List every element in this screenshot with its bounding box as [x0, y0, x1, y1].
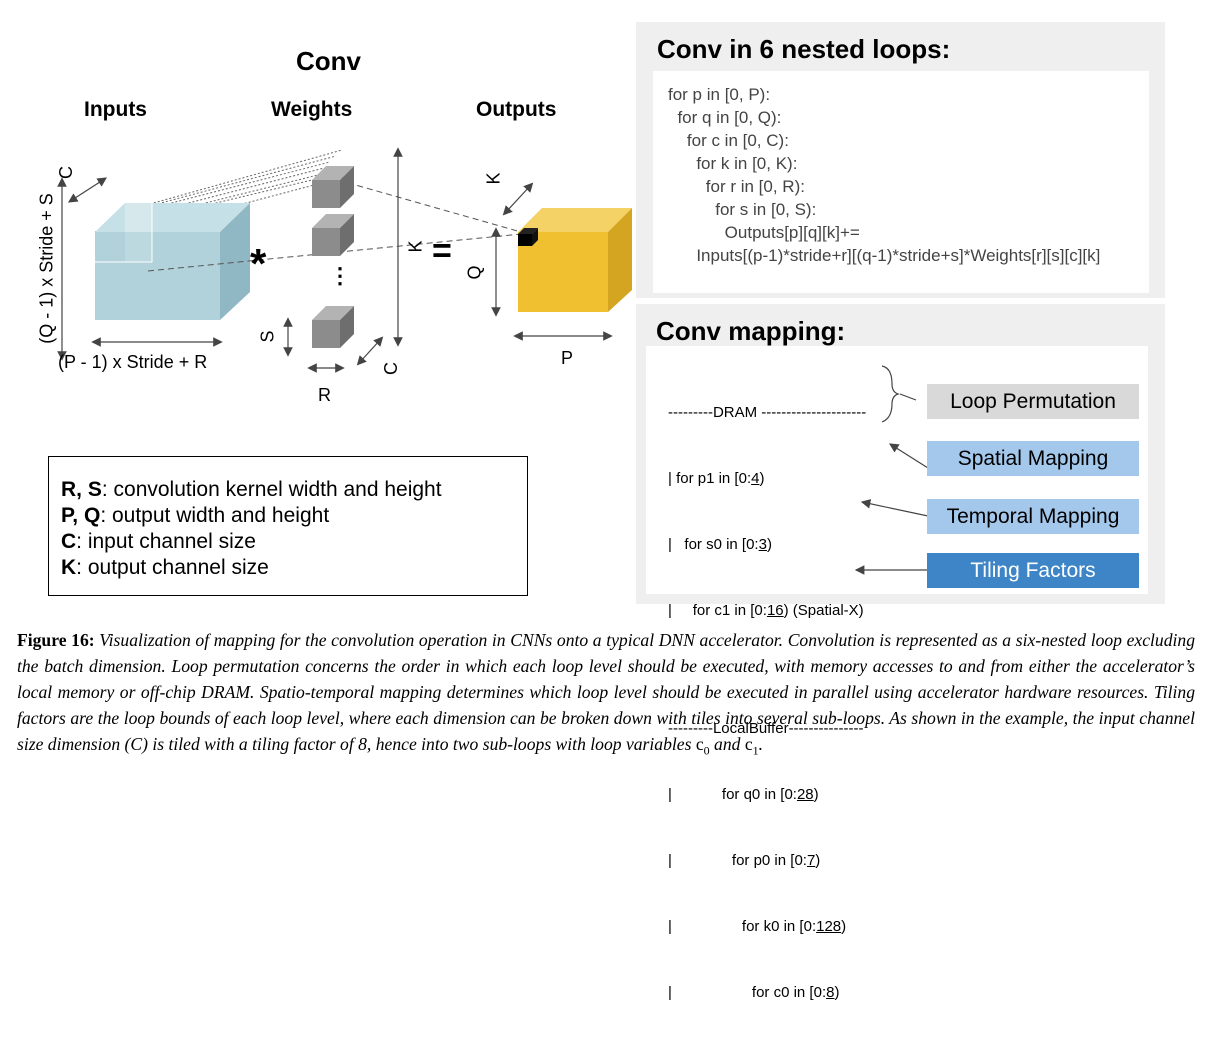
legend-line-c: C: input channel size — [61, 530, 256, 553]
tag-spatial-mapping: Spatial Mapping — [927, 441, 1139, 476]
weight-r-label: R — [318, 385, 331, 405]
dash-input-output — [147, 233, 522, 272]
mapping-arrows — [854, 365, 929, 575]
output-k-label: K — [483, 172, 504, 185]
weights-label: Weights — [271, 98, 353, 121]
inputs-label: Inputs — [84, 98, 147, 121]
loops-panel: Conv in 6 nested loops: for p in [0, P):… — [636, 22, 1165, 298]
output-p-label: P — [561, 348, 574, 368]
output-cube — [518, 208, 632, 312]
weight-k-label: K — [405, 240, 426, 253]
caption-label: Figure 16: — [17, 630, 95, 650]
legend-line-pq: P, Q: output width and height — [61, 504, 330, 527]
legend-line-k: K: output channel size — [61, 556, 269, 579]
tag-temporal-mapping: Temporal Mapping — [927, 499, 1139, 534]
loops-code: for p in [0, P): for q in [0, Q): for c … — [668, 85, 1101, 265]
weights-ellipsis: ⋮ — [329, 263, 351, 288]
weight-blocks — [312, 166, 354, 348]
weight-c-label: C — [381, 362, 401, 375]
input-channel-label: C — [56, 166, 76, 179]
weight-s-label: S — [257, 330, 278, 343]
figure-caption: Figure 16: Visualization of mapping for … — [17, 630, 1195, 758]
output-q-label: Q — [464, 265, 485, 280]
tag-tiling-factors: Tiling Factors — [927, 553, 1139, 588]
equals-operator: = — [432, 232, 452, 270]
loops-panel-title: Conv in 6 nested loops: — [657, 34, 951, 64]
conv-operator: * — [250, 240, 267, 287]
input-width-label: (P - 1) x Stride + R — [58, 352, 208, 372]
input-cube — [95, 203, 250, 320]
conv-diagram-graphic — [57, 147, 632, 373]
loops-code-box: for p in [0, P): for q in [0, Q): for c … — [653, 71, 1149, 293]
diagram-title: Conv — [296, 46, 361, 76]
legend-box: R, S: convolution kernel width and heigh… — [48, 456, 528, 596]
tag-loop-permutation: Loop Permutation — [927, 384, 1139, 419]
mapping-panel-title: Conv mapping: — [656, 316, 846, 346]
mapping-panel: Conv mapping: ---------DRAM ------------… — [636, 304, 1165, 1001]
legend-line-rs: R, S: convolution kernel width and heigh… — [61, 478, 442, 501]
input-height-label: (Q - 1) x Stride + S — [36, 193, 57, 344]
outputs-label: Outputs — [476, 98, 557, 121]
dash-weight-output — [337, 179, 522, 233]
